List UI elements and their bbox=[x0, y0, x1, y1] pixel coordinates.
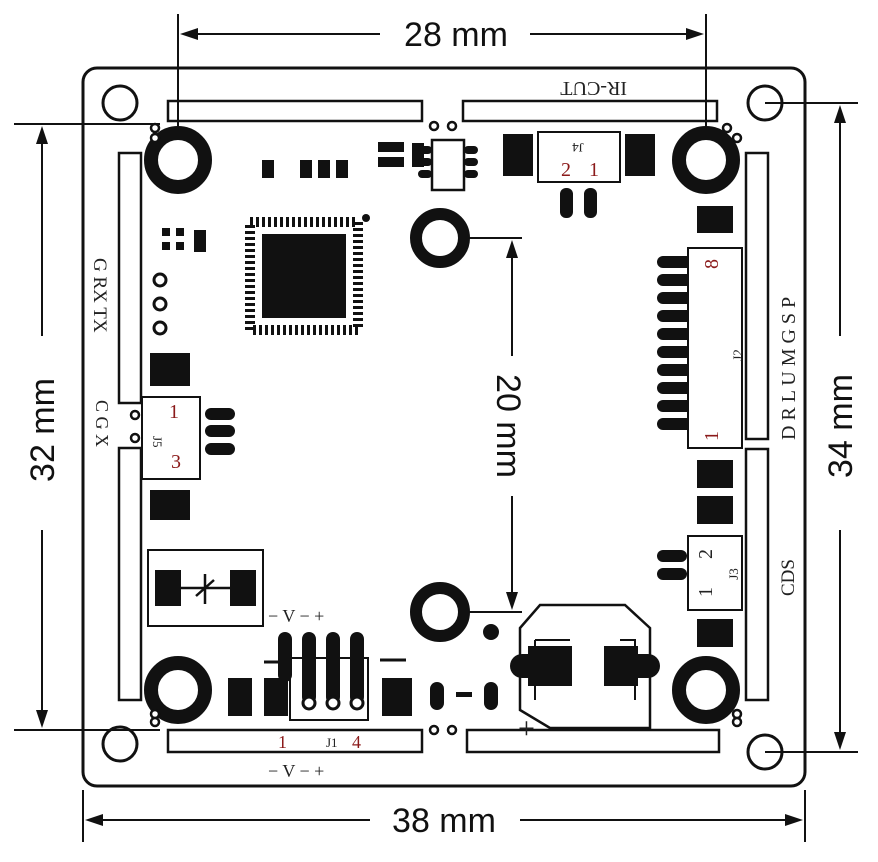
dim-center bbox=[465, 237, 522, 613]
j3-connector: 2 1 J3 bbox=[687, 535, 743, 611]
j4-connector: J4 1 2 bbox=[503, 131, 655, 218]
fuse-component bbox=[147, 549, 264, 627]
cgx-label: C G X bbox=[92, 400, 112, 447]
center-smd-components bbox=[430, 624, 499, 710]
j1-pin4: 4 bbox=[352, 732, 361, 752]
battery-holder: + bbox=[510, 603, 660, 745]
dim-left-label: 32 mm bbox=[24, 378, 62, 482]
j5-pin3: 3 bbox=[171, 451, 181, 473]
j2-pin1: 1 bbox=[701, 431, 723, 441]
j2-connector: 8 J2 1 bbox=[687, 247, 745, 449]
corner-hole-bl bbox=[101, 725, 139, 763]
j3-pin2: 2 bbox=[695, 549, 717, 559]
dim-center-label: 20 mm bbox=[489, 374, 527, 478]
j4-pin1: 1 bbox=[589, 159, 599, 181]
battery-plus: + bbox=[518, 712, 535, 745]
dim-right bbox=[765, 102, 858, 753]
j1-label: J1 bbox=[326, 735, 338, 750]
j4-label: J4 bbox=[572, 140, 584, 155]
dim-right-label: 34 mm bbox=[822, 374, 860, 478]
j2-label: J2 bbox=[730, 349, 745, 361]
j1-pin1: 1 bbox=[278, 732, 287, 752]
small-pads bbox=[129, 120, 743, 736]
dim-top-label: 28 mm bbox=[404, 16, 508, 54]
dim-top bbox=[177, 14, 707, 133]
cds-label: CDS bbox=[778, 559, 799, 596]
power-top-label: − V − + bbox=[268, 606, 324, 626]
j2-side-label: D R L U M G S P bbox=[778, 297, 800, 440]
j2-pin8: 8 bbox=[701, 259, 723, 269]
j3-pin1: 1 bbox=[695, 587, 717, 597]
edge-strips bbox=[117, 99, 770, 754]
j1-connector: − V − + 1 J1 4 − V − + bbox=[228, 606, 412, 781]
j4-pin2: 2 bbox=[561, 159, 571, 181]
corner-hole-tl bbox=[101, 84, 139, 122]
left-smd-components bbox=[162, 228, 206, 252]
j5-label: J5 bbox=[150, 436, 165, 448]
j5-pin1: 1 bbox=[169, 401, 179, 423]
uart-pads bbox=[152, 272, 168, 336]
j5-connector: 1 J5 3 bbox=[141, 353, 235, 520]
main-processor-chip bbox=[245, 214, 370, 335]
power-bottom-label: − V − + bbox=[268, 761, 324, 781]
top-smd-components bbox=[262, 138, 478, 192]
dim-left bbox=[14, 123, 160, 731]
uart-label: G RX TX bbox=[89, 258, 110, 333]
dim-bottom-label: 38 mm bbox=[392, 802, 496, 840]
lens-mount-holes bbox=[144, 126, 740, 724]
j3-label: J3 bbox=[726, 568, 741, 580]
dim-bottom bbox=[82, 790, 806, 842]
ir-cut-label: IR-CUT bbox=[560, 77, 627, 99]
